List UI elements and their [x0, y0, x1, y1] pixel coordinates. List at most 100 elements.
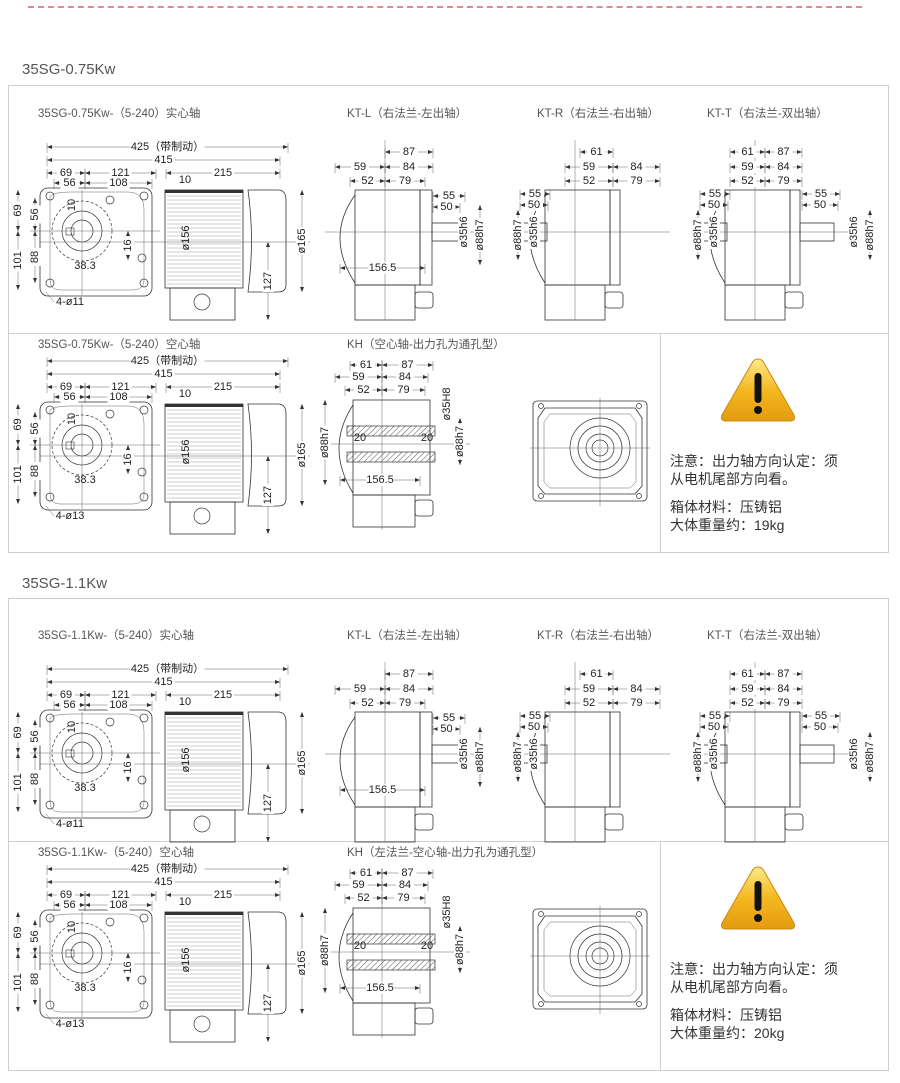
arrow-mark [380, 687, 385, 691]
motor-body [164, 403, 244, 503]
arrow-mark [47, 667, 52, 671]
dimension-label: 10 [66, 199, 78, 211]
arrow-mark [458, 418, 462, 423]
arrow-mark [33, 231, 37, 236]
note-direction-line1: 注意：出力轴方向认定：须 [670, 961, 838, 977]
dimension-label: ø35h6 [528, 216, 540, 247]
row-divider [9, 841, 888, 842]
arrow-mark [385, 701, 390, 705]
dimension-label: 101 [12, 773, 24, 791]
dimension-label: ø165 [296, 950, 308, 975]
kt-l-caption: KT-L（右法兰-左出轴） [347, 108, 468, 120]
dimension-label: 69 [60, 167, 72, 179]
arrow-mark [266, 529, 270, 534]
arrow-mark [33, 226, 37, 231]
mounting-hole-icon [139, 1000, 149, 1010]
arrow-mark [415, 986, 420, 990]
mounting-hole-icon [538, 403, 544, 409]
dimension-label: ø156 [180, 439, 192, 464]
arrow-mark [16, 404, 20, 409]
housing-dome [339, 194, 356, 284]
arrow-mark [16, 440, 20, 445]
arrow-mark [460, 716, 465, 720]
mounting-hole-icon [45, 1000, 55, 1010]
arrow-mark [730, 179, 735, 183]
flange-plate [532, 908, 648, 1010]
dimension-label: 50 [814, 199, 826, 211]
arrow-mark [33, 198, 37, 203]
arrow-mark [420, 701, 425, 705]
exclamation-mark [754, 881, 762, 911]
arrow-mark [126, 445, 130, 450]
arrow-mark [543, 725, 548, 729]
arrow-mark [335, 375, 340, 379]
arrow-mark [765, 179, 770, 183]
arrow-mark [382, 896, 387, 900]
dimension-label: 10 [66, 413, 78, 425]
arrow-mark [275, 171, 280, 175]
mounting-hole-icon [139, 278, 149, 288]
arrow-mark [428, 871, 433, 875]
arrow-mark [85, 385, 90, 389]
column-divider [660, 333, 661, 552]
arrow-mark [655, 165, 660, 169]
kh-caption: KH（空心轴-出力孔为通孔型） [347, 339, 505, 351]
arrow-mark [126, 777, 130, 782]
dimension-label: 52 [741, 175, 753, 187]
arrow-mark [696, 777, 700, 782]
dimension-label: 55 [529, 710, 541, 722]
dimension-label: 79 [777, 697, 789, 709]
terminal-box [352, 494, 416, 528]
arrow-mark [47, 680, 52, 684]
arrow-mark [478, 727, 482, 732]
dimension-label: 69 [12, 204, 24, 216]
arrow-mark [323, 908, 327, 913]
dimension-label: 79 [399, 175, 411, 187]
terminal-box [352, 1002, 416, 1036]
arrow-mark [423, 883, 428, 887]
arrow-mark [266, 964, 270, 969]
fan-cover [247, 911, 287, 1015]
fan-cover [247, 711, 287, 815]
dimension-label: 84 [399, 879, 411, 891]
arrow-mark [16, 748, 20, 753]
arrow-mark [377, 896, 382, 900]
arrow-mark [380, 165, 385, 169]
arrow-mark [700, 192, 705, 196]
output-shaft-right [799, 222, 835, 242]
dimension-label: ø35h6 [458, 738, 470, 769]
dimension-label: 215 [214, 381, 232, 393]
arrow-mark [802, 714, 807, 718]
arrow-mark [85, 171, 90, 175]
hollow-shaft-caption: 35SG-0.75Kw-（5-240）空心轴 [38, 339, 201, 351]
dimension-label: ø35h6 [848, 216, 860, 247]
mounting-hole-icon [139, 405, 149, 415]
arrow-mark [380, 701, 385, 705]
hollow-shaft-wall [346, 933, 436, 945]
dimension-label: 88 [29, 973, 41, 985]
arrow-mark [696, 255, 700, 260]
fan-cover [247, 403, 287, 507]
dimension-label: 61 [360, 359, 372, 371]
dimension-label: ø88h7 [474, 741, 486, 772]
arrow-mark [47, 171, 52, 175]
arrow-mark [16, 445, 20, 450]
arrow-mark [283, 145, 288, 149]
dimension-label: ø35H8 [441, 895, 453, 928]
dimension-label: ø35h6 [708, 738, 720, 769]
arrow-mark [283, 359, 288, 363]
flange-plate [532, 400, 648, 502]
dimension-label: 52 [361, 697, 373, 709]
arrow-mark [47, 145, 52, 149]
dimension-label: 16 [122, 453, 134, 465]
dimension-label: 156.5 [366, 982, 394, 994]
arrow-mark [723, 725, 728, 729]
arrow-mark [151, 693, 156, 697]
arrow-mark [377, 363, 382, 367]
dimension-label: 10 [179, 174, 191, 186]
arrow-mark [85, 893, 90, 897]
arrow-mark [340, 986, 345, 990]
gearbox-inner-outline [49, 913, 145, 1013]
